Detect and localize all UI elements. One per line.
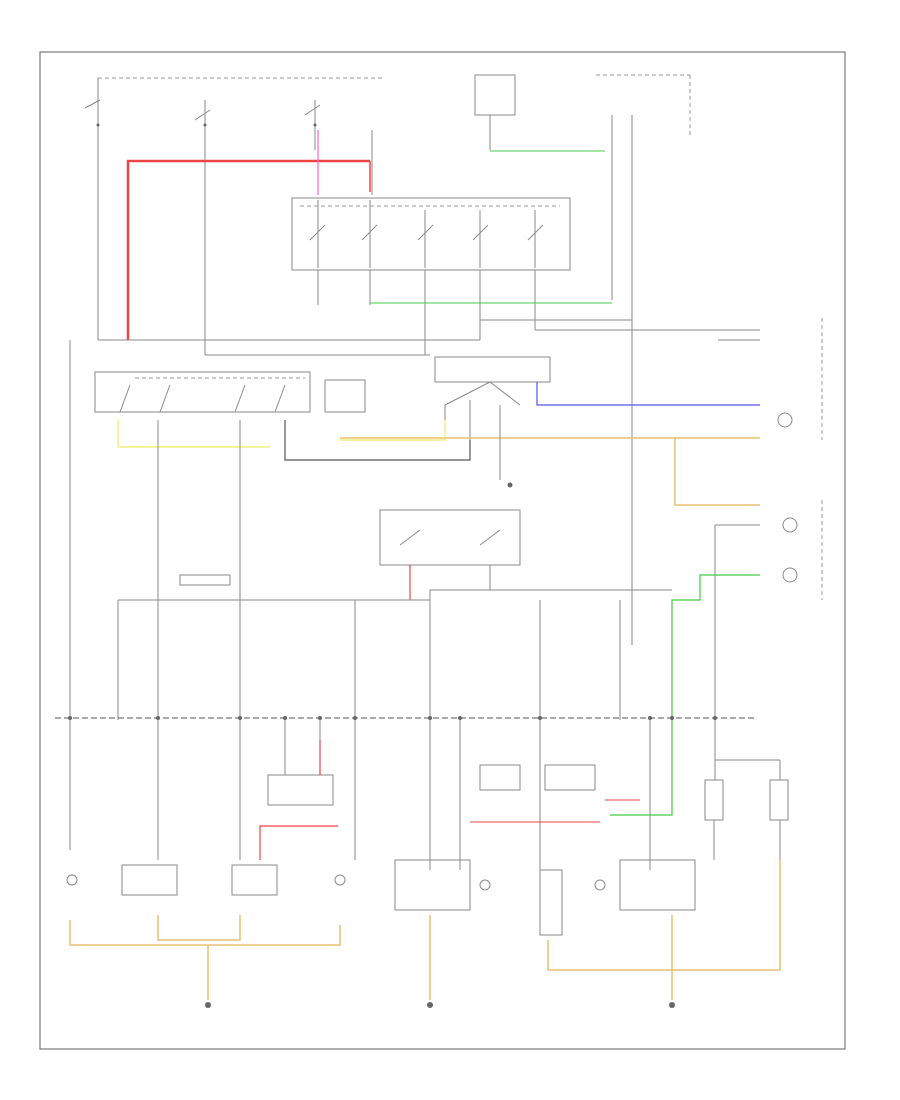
light-switch-block [291, 150, 633, 355]
wire-tan-bottom-left [69, 920, 341, 946]
wire-yellow-right [340, 420, 446, 441]
wire-tan-bottom-right [547, 860, 781, 971]
wire-green-lower [610, 720, 673, 816]
relay-block-lower [379, 509, 521, 590]
dimmer-switch-block [94, 371, 366, 413]
connector-row [69, 574, 672, 720]
relay-block-center [434, 356, 551, 440]
lower-lamp-section [66, 720, 789, 936]
wire-red-lower-center [259, 825, 338, 860]
wire-tan-right [674, 438, 760, 506]
wire-blue [536, 382, 760, 406]
diagram-frame [39, 51, 846, 1050]
bus-taps [68, 716, 717, 720]
right-side-components [714, 318, 823, 720]
wire-red-main [126, 159, 370, 340]
wire-tan-bottom-left2 [157, 915, 241, 941]
wire-green-right [671, 574, 760, 720]
ground-symbols [205, 482, 675, 1008]
wire-yellow-left [117, 420, 270, 448]
top-switch-section [84, 74, 691, 355]
